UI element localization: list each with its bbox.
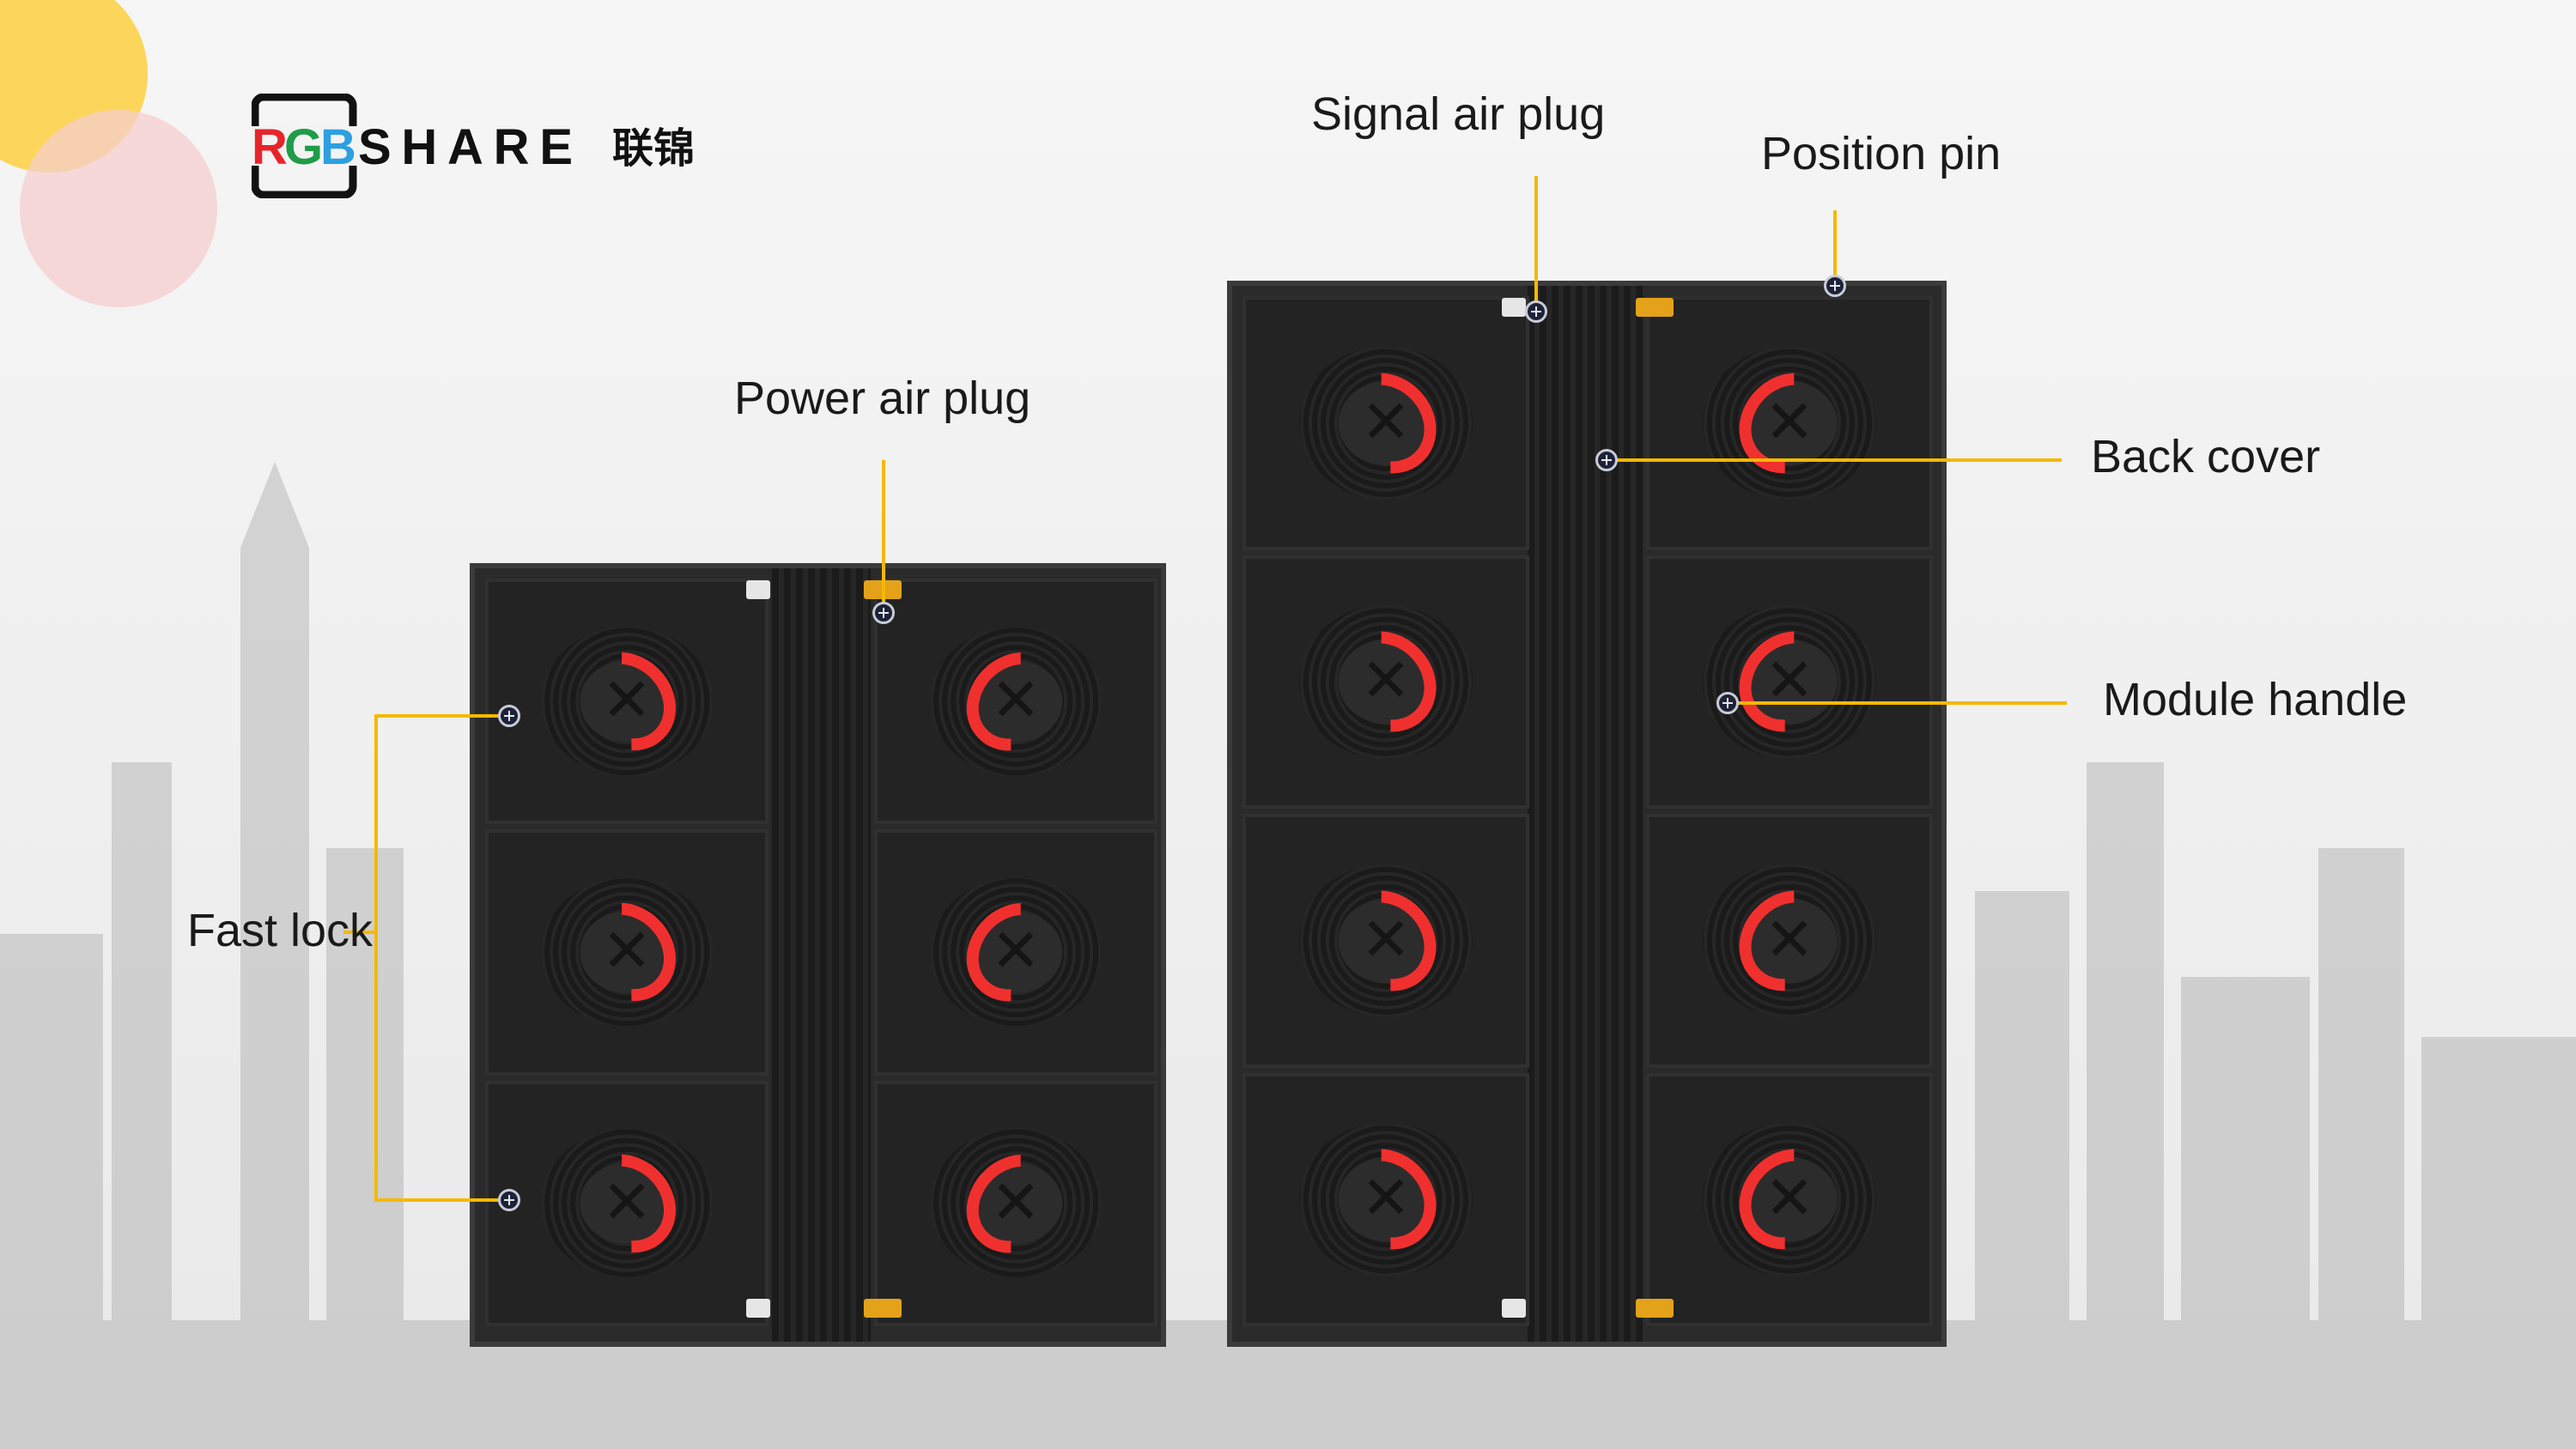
hub [1338, 1157, 1434, 1242]
hub [580, 1162, 674, 1245]
x-mark-icon: ✕ [1360, 906, 1412, 973]
power-air-plug-marker-icon [872, 602, 895, 624]
label-position-pin: Position pin [1761, 128, 2002, 179]
connector-icon [1502, 1299, 1526, 1318]
hub [1338, 380, 1434, 465]
led-module: ✕ [874, 579, 1157, 825]
led-module: ✕ [874, 829, 1157, 1076]
hub [969, 660, 1063, 743]
x-mark-icon: ✕ [1764, 1164, 1815, 1232]
x-mark-icon: ✕ [990, 1168, 1042, 1236]
led-module: ✕ [485, 1080, 769, 1326]
led-module: ✕ [874, 1080, 1157, 1326]
power-air-plug-leader [882, 460, 885, 611]
led-module: ✕ [1646, 555, 1933, 809]
position-pin-leader [1833, 210, 1837, 286]
decorative-pink-circle [20, 110, 217, 307]
x-mark-icon: ✕ [601, 917, 653, 985]
led-module: ✕ [1242, 296, 1529, 550]
module-handle-leader [1728, 701, 2067, 705]
left-cabinet: ✕ ✕ ✕ ✕ ✕ ✕ [470, 563, 1166, 1347]
svg-text:R: R [252, 119, 288, 175]
city-skyline-background [0, 462, 2576, 1449]
hub [1338, 898, 1434, 983]
x-mark-icon: ✕ [990, 917, 1042, 985]
svg-text:G: G [284, 119, 323, 175]
back-cover-leader [1607, 458, 2062, 462]
svg-text:B: B [320, 119, 356, 175]
x-mark-icon: ✕ [601, 666, 653, 734]
led-module: ✕ [1242, 1072, 1529, 1326]
signal-air-plug-marker-icon [1525, 300, 1547, 323]
x-mark-icon: ✕ [601, 1168, 653, 1236]
fast-lock-bracket-stub [343, 931, 376, 934]
air-plug-icon [1636, 1299, 1674, 1318]
led-module: ✕ [1242, 555, 1529, 809]
label-power-air-plug: Power air plug [734, 373, 1031, 424]
air-plug-icon [864, 1299, 902, 1318]
hub [969, 912, 1063, 993]
hub [1741, 898, 1838, 983]
module-handle-marker-icon [1716, 692, 1739, 714]
signal-air-plug-leader [1534, 176, 1538, 312]
led-module: ✕ [1646, 1072, 1933, 1326]
back-cover-marker-icon [1595, 449, 1618, 471]
fast-lock-top-marker-icon [498, 705, 520, 727]
hub [1741, 380, 1838, 465]
hub [580, 912, 674, 993]
rgbshare-logo: R G B SHARE 联锦 [252, 94, 695, 198]
led-module: ✕ [485, 579, 769, 825]
center-spine [772, 568, 871, 1342]
hub [1741, 1157, 1838, 1242]
svg-text:联锦: 联锦 [612, 124, 695, 173]
label-fast-lock: Fast lock [187, 905, 374, 956]
position-pin-marker-icon [1824, 275, 1846, 297]
right-cabinet: ✕ ✕ ✕ ✕ ✕ ✕ ✕ ✕ [1227, 281, 1947, 1347]
led-module: ✕ [1646, 814, 1933, 1068]
x-mark-icon: ✕ [1764, 906, 1815, 973]
svg-text:SHARE: SHARE [358, 119, 573, 175]
led-module: ✕ [1646, 296, 1933, 550]
led-module: ✕ [1242, 814, 1529, 1068]
connector-icon [746, 1299, 770, 1318]
fast-lock-bottom-marker-icon [498, 1189, 520, 1211]
led-module: ✕ [485, 829, 769, 1076]
hub [1338, 640, 1434, 724]
fast-lock-bracket-top [374, 714, 509, 718]
air-plug-icon [1636, 298, 1674, 317]
label-signal-air-plug: Signal air plug [1311, 88, 1606, 140]
hub [580, 660, 674, 743]
label-back-cover: Back cover [2091, 431, 2321, 482]
x-mark-icon: ✕ [1360, 646, 1412, 714]
x-mark-icon: ✕ [1360, 388, 1412, 456]
fast-lock-bracket-bottom [374, 1198, 509, 1202]
x-mark-icon: ✕ [990, 666, 1042, 734]
hub [969, 1162, 1063, 1245]
center-spine [1528, 286, 1643, 1342]
connector-icon [746, 580, 770, 599]
x-mark-icon: ✕ [1764, 388, 1815, 456]
label-module-handle: Module handle [2103, 674, 2408, 725]
x-mark-icon: ✕ [1360, 1164, 1412, 1232]
hub [1741, 640, 1838, 724]
connector-icon [1502, 298, 1526, 317]
fast-lock-bracket-vertical [374, 714, 378, 1202]
